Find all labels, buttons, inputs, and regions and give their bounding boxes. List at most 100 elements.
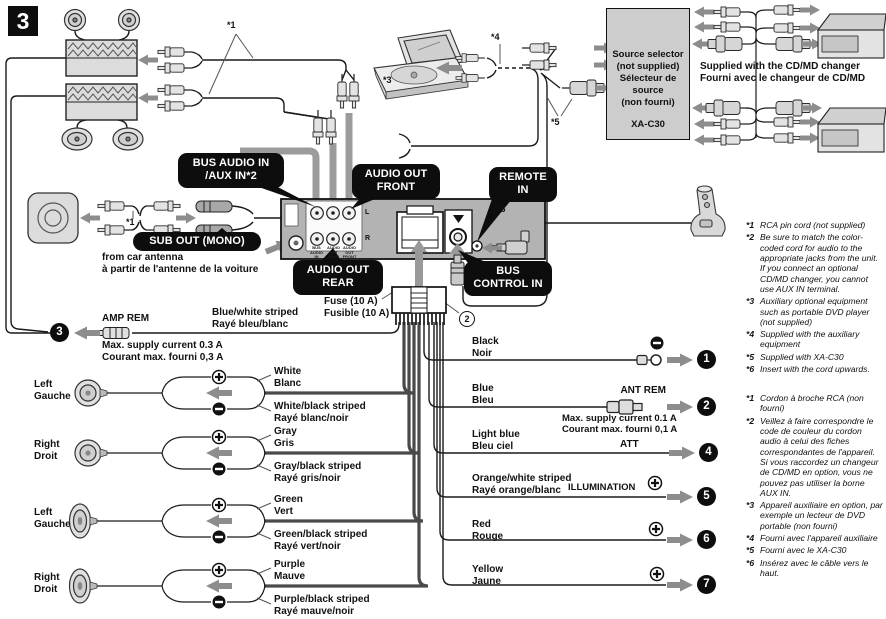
wire-en: Green (274, 494, 303, 505)
wire-label-yellow: Yellow Jaune (472, 564, 503, 588)
arrow-left-icon (206, 579, 232, 593)
blue-current-fr: Courant max. fourni 0,1 A (562, 424, 678, 435)
speaker-minus-label: Purple/black striped Rayé mauve/noir (274, 594, 370, 618)
cd-md-changer-icon (816, 107, 886, 153)
footnote-text: Be sure to match the color-coded cord fo… (760, 232, 878, 294)
wire-fr: Mauve (274, 571, 306, 582)
footnote-marker: *4 (746, 533, 755, 544)
amp-rem-wire-fr: Rayé bleu/blanc (212, 319, 289, 330)
wire-fr: Bleu ciel (472, 441, 514, 452)
dest-circle-6: 6 (697, 530, 716, 549)
subwoofer-icon (27, 192, 79, 244)
pos-en: Left (34, 379, 53, 390)
wire-en: Gray/black striped (274, 461, 362, 472)
footnote-text: Insérez avec le câble vers le haut. (760, 557, 869, 578)
wire-en: Black (472, 336, 499, 347)
arrow-left-icon (74, 326, 100, 340)
dvd-player-icon (373, 29, 469, 100)
speaker-plus-label: White Blanc (274, 366, 301, 390)
selector-line: (non fourni) (621, 97, 675, 108)
speaker-plus-label: Green Vert (274, 494, 303, 518)
amp-rem-current-en: Max. supply current 0.3 A (102, 340, 223, 351)
blue-current-en: Max. supply current 0.1 A (562, 413, 677, 424)
footnote-marker: *5 (746, 351, 755, 362)
dest-circle-3: 3 (50, 323, 69, 342)
rca-plug-icon (336, 73, 348, 109)
wire-en: White (274, 366, 302, 377)
footnote-text: Auxiliary optional equipment such as por… (760, 296, 870, 327)
speaker-pos-label: Left Gauche (34, 507, 71, 531)
wire-fr: Vert (274, 506, 293, 517)
footnote: *6 Insérez avec le câble vers le haut. (746, 558, 883, 579)
callout-audio-out-front: AUDIO OUT FRONT (352, 164, 440, 199)
arrow-left-icon (206, 514, 232, 528)
rca-plug-icon (325, 109, 337, 145)
wire-en: Purple/black striped (274, 594, 370, 605)
callout-line: AUDIO OUT (364, 168, 428, 180)
footnote-marker: *3 (746, 500, 755, 511)
arrow-right-icon (667, 578, 693, 592)
arrow-right-icon (667, 353, 693, 367)
rca-plug-icon (348, 73, 360, 109)
marker-star5: *5 (551, 117, 560, 127)
illumination-tag: ILLUMINATION (568, 482, 636, 493)
footnote-marker: *3 (746, 296, 755, 307)
polarity-badges (211, 336, 665, 609)
rca-plug-icon (312, 109, 324, 145)
dest-circle-7: 7 (697, 575, 716, 594)
pos-fr: Droit (34, 451, 58, 462)
footnote-text: Supplied with XA-C30 (760, 351, 844, 362)
wire-fr: Rayé mauve/noir (274, 606, 355, 617)
front-speakers-icon (63, 8, 141, 32)
footnote-text: Veillez à faire correspondre le code de … (760, 415, 879, 498)
wire-en: Gray (274, 426, 297, 437)
wire-en: Blue (472, 383, 494, 394)
right-channel-label: R (365, 235, 371, 242)
speaker-minus-label: White/black striped Rayé blanc/noir (274, 401, 366, 425)
selector-line: Sélecteur de source (619, 73, 677, 96)
footnote: *5 Supplied with XA-C30 (746, 352, 883, 362)
wire-fr: Rayé vert/noir (274, 541, 341, 552)
ant-rem-tag: ANT REM (620, 385, 666, 396)
callout-line: REMOTE (499, 171, 547, 183)
arrow-right-icon (669, 446, 695, 460)
jack-caption: BUS AUDIO IN (310, 245, 323, 260)
amp-rem-current-fr: Courant max. fourni 0,3 A (102, 352, 224, 363)
speaker-plus-label: Purple Mauve (274, 559, 305, 583)
arrow-right-icon (667, 400, 693, 414)
callout-line: REAR (322, 277, 354, 290)
fuse-block-icon (391, 286, 447, 325)
speaker-pos-label: Left Gauche (34, 379, 71, 403)
callout-bus-control-in: BUS CONTROL IN (464, 261, 552, 296)
pos-en: Right (34, 572, 60, 583)
rca-plug-icon (97, 200, 133, 212)
footnote-marker: *6 (746, 557, 755, 568)
callout-bus-audio-in: BUS AUDIO IN /AUX IN*2 (178, 153, 284, 188)
cdmd-note-en: Supplied with the CD/MD changer (700, 61, 861, 72)
callout-sub-out: SUB OUT (MONO) (133, 232, 261, 252)
callout-remote-in: REMOTE IN (489, 167, 557, 202)
rca-plug-icon (157, 84, 193, 96)
connector-ref-circle: 2 (459, 311, 475, 327)
marker-star6: *6 (497, 204, 506, 214)
wire-en: Green/black striped (274, 529, 368, 540)
footnote-marker: *4 (746, 329, 755, 340)
wire-en: Orange/white striped (472, 473, 572, 484)
arrow-left-icon (206, 446, 232, 460)
speaker-pos-label: Right Droit (34, 439, 60, 463)
amplifier-icon (65, 39, 138, 121)
callout-audio-out-rear: AUDIO OUT REAR (293, 260, 383, 295)
pos-en: Left (34, 507, 53, 518)
amp-rem-label: AMP REM (102, 313, 150, 324)
marker-star3: *3 (383, 75, 392, 85)
wire-label-black: Black Noir (472, 336, 499, 360)
